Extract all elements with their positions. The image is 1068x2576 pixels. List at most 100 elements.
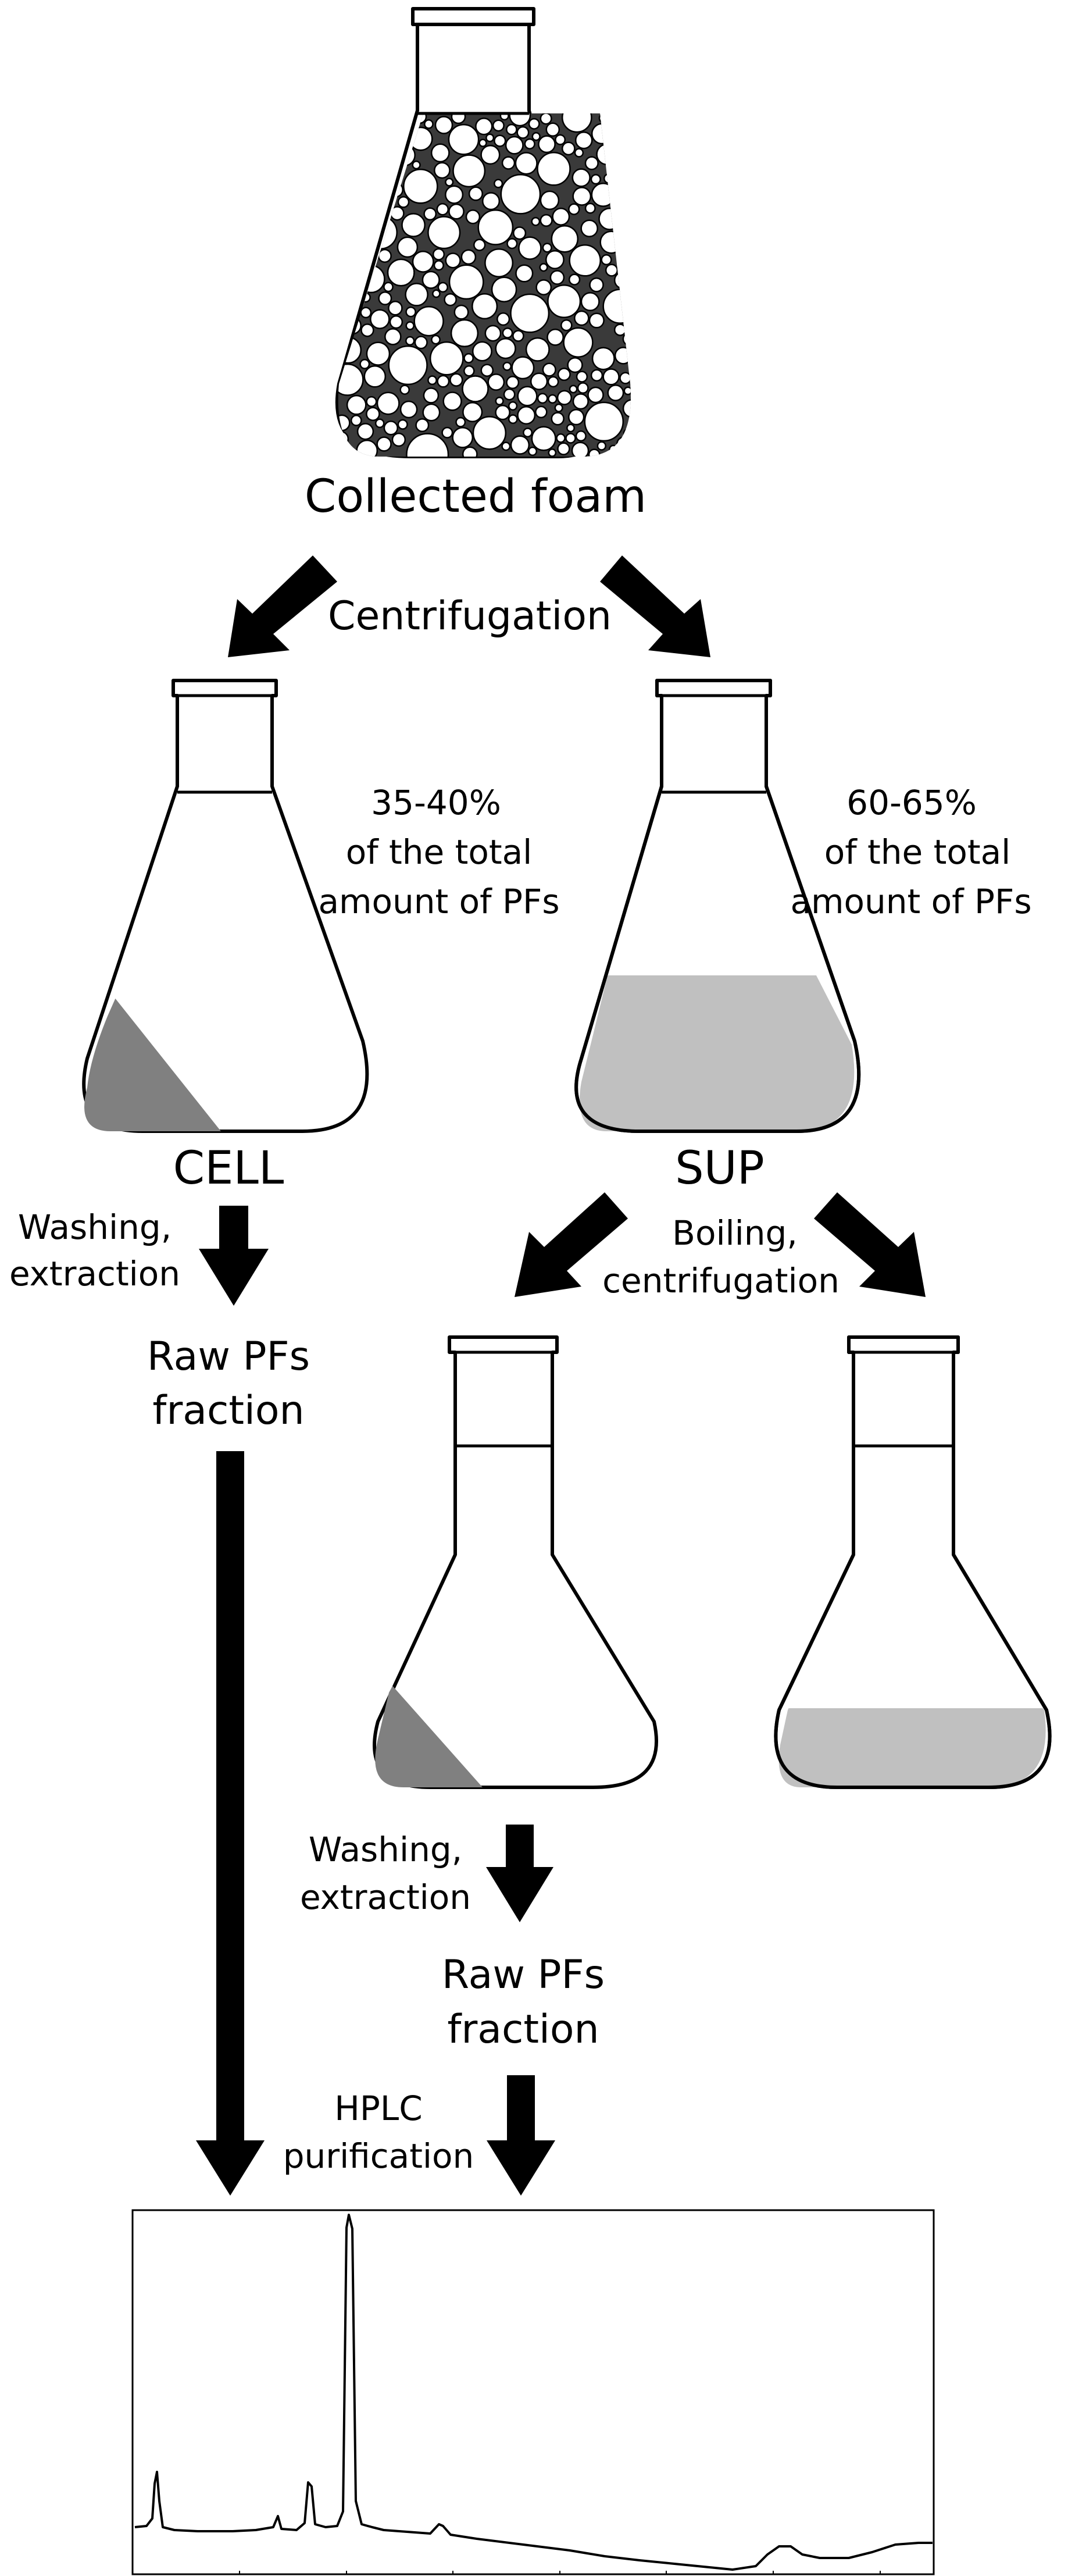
- foam-bubble: [427, 375, 437, 386]
- foam-bubble: [432, 248, 445, 261]
- foam-bubble: [338, 431, 349, 447]
- foam-bubble: [445, 185, 464, 204]
- foam-bubble: [531, 426, 556, 451]
- foam-bubble: [551, 412, 565, 426]
- raw-pfs-fraction-1-line-1: Raw PFs: [147, 1334, 310, 1380]
- foam-bubble: [542, 362, 556, 377]
- foam-bubble: [565, 433, 576, 444]
- foam-bubble: [569, 244, 601, 277]
- foam-bubble: [506, 376, 520, 390]
- foam-bubble: [587, 386, 604, 404]
- foam-bubble: [403, 169, 438, 204]
- chromatogram-icon: [131, 2209, 935, 2575]
- foam-bubble: [538, 135, 556, 154]
- foam-bubble: [556, 433, 566, 443]
- foam-bubble: [391, 432, 406, 447]
- foam-bubble: [561, 113, 592, 133]
- foam-bubble: [502, 327, 513, 339]
- foam-bubble: [574, 131, 593, 149]
- foam-bubble: [530, 372, 548, 390]
- foam-bubble: [589, 277, 604, 293]
- foam-bubble: [591, 123, 613, 145]
- foam-bubble: [561, 141, 576, 156]
- foam-bubble: [477, 209, 514, 245]
- foam-bubble: [540, 113, 552, 125]
- cell-percent-line-1: 35-40%: [371, 783, 501, 822]
- foam-bubble: [535, 405, 548, 419]
- foam-bubble: [598, 113, 609, 124]
- foam-bubble: [462, 375, 489, 402]
- foam-bubble: [603, 173, 615, 184]
- foam-bubble: [584, 156, 599, 170]
- foam-bubble: [613, 323, 627, 336]
- foam-bubble: [517, 386, 538, 407]
- foam-bubble: [540, 190, 560, 211]
- foam-bubble: [338, 445, 343, 457]
- foam-bubble: [601, 254, 612, 266]
- foam-bubble: [442, 391, 462, 411]
- foam-bubble: [547, 376, 559, 388]
- foam-bubble: [462, 401, 483, 423]
- foam-bubble: [356, 439, 378, 457]
- hplc-purification-line-1: HPLC: [334, 2089, 422, 2128]
- foam-bubble: [510, 435, 530, 455]
- foam-bubble: [432, 289, 441, 298]
- foam-bubble: [569, 384, 578, 394]
- foam-bubble: [630, 379, 631, 388]
- foam-bubble: [444, 293, 457, 307]
- foam-bubble: [436, 203, 449, 216]
- foam-bubble: [548, 394, 558, 404]
- foam-bubble: [374, 418, 385, 429]
- boiling-centrifugation-line-1: Boiling,: [672, 1213, 798, 1253]
- foam-bubble: [472, 416, 507, 450]
- foam-bubble: [588, 312, 605, 329]
- foam-bubble: [356, 423, 374, 440]
- raw-pfs-fraction-2-line-1: Raw PFs: [442, 1952, 605, 1998]
- foam-bubble: [427, 216, 461, 250]
- foam-bubble: [506, 238, 518, 250]
- foam-bubble: [555, 134, 566, 145]
- sup-percent-line-2: of the total: [824, 832, 1011, 872]
- foam-bubble: [503, 388, 516, 401]
- foam-bubble: [433, 260, 444, 271]
- foam-bubble: [397, 196, 410, 208]
- arrow-down-icon: [487, 2075, 555, 2196]
- foam-bubble: [616, 436, 631, 451]
- foam-bubble: [548, 448, 557, 457]
- foam-bubble: [557, 442, 570, 455]
- foam-bubble: [452, 154, 486, 188]
- foam-bubble: [441, 426, 453, 439]
- foam-bubble: [429, 341, 464, 376]
- foam-flask-icon: [335, 7, 631, 458]
- foam-bubble: [406, 433, 449, 457]
- foam-bubble: [505, 136, 524, 155]
- foam-bubble: [346, 394, 367, 415]
- arrow-left-icon: [228, 555, 337, 657]
- foam-bubble: [370, 309, 390, 329]
- foam-bubble: [448, 203, 465, 220]
- sup-supernatant: [579, 975, 855, 1131]
- centrifugation-label: Centrifugation: [328, 593, 612, 639]
- foam-bubble: [472, 341, 492, 362]
- foam-bubble: [552, 208, 570, 226]
- foam-bubble: [590, 174, 601, 185]
- foam-bubble: [518, 236, 542, 260]
- foam-bubble: [545, 122, 560, 137]
- foam-bubble: [528, 117, 540, 130]
- foam-bubble: [523, 427, 533, 438]
- foam-bubble: [376, 436, 392, 452]
- foam-bubble: [598, 207, 621, 230]
- foam-bubble: [414, 336, 428, 350]
- foam-bubble: [405, 321, 415, 330]
- foam-bubble: [508, 414, 518, 424]
- foam-bubble: [501, 441, 511, 451]
- collected-foam-label: Collected foam: [305, 471, 646, 523]
- foam-bubble: [516, 126, 530, 139]
- foam-bubble: [619, 372, 631, 384]
- foam-bubble: [405, 283, 428, 307]
- foam-bubble: [460, 249, 477, 265]
- foam-bubble: [551, 225, 579, 253]
- foam-bubble: [389, 315, 403, 329]
- foam-bubble: [437, 282, 448, 293]
